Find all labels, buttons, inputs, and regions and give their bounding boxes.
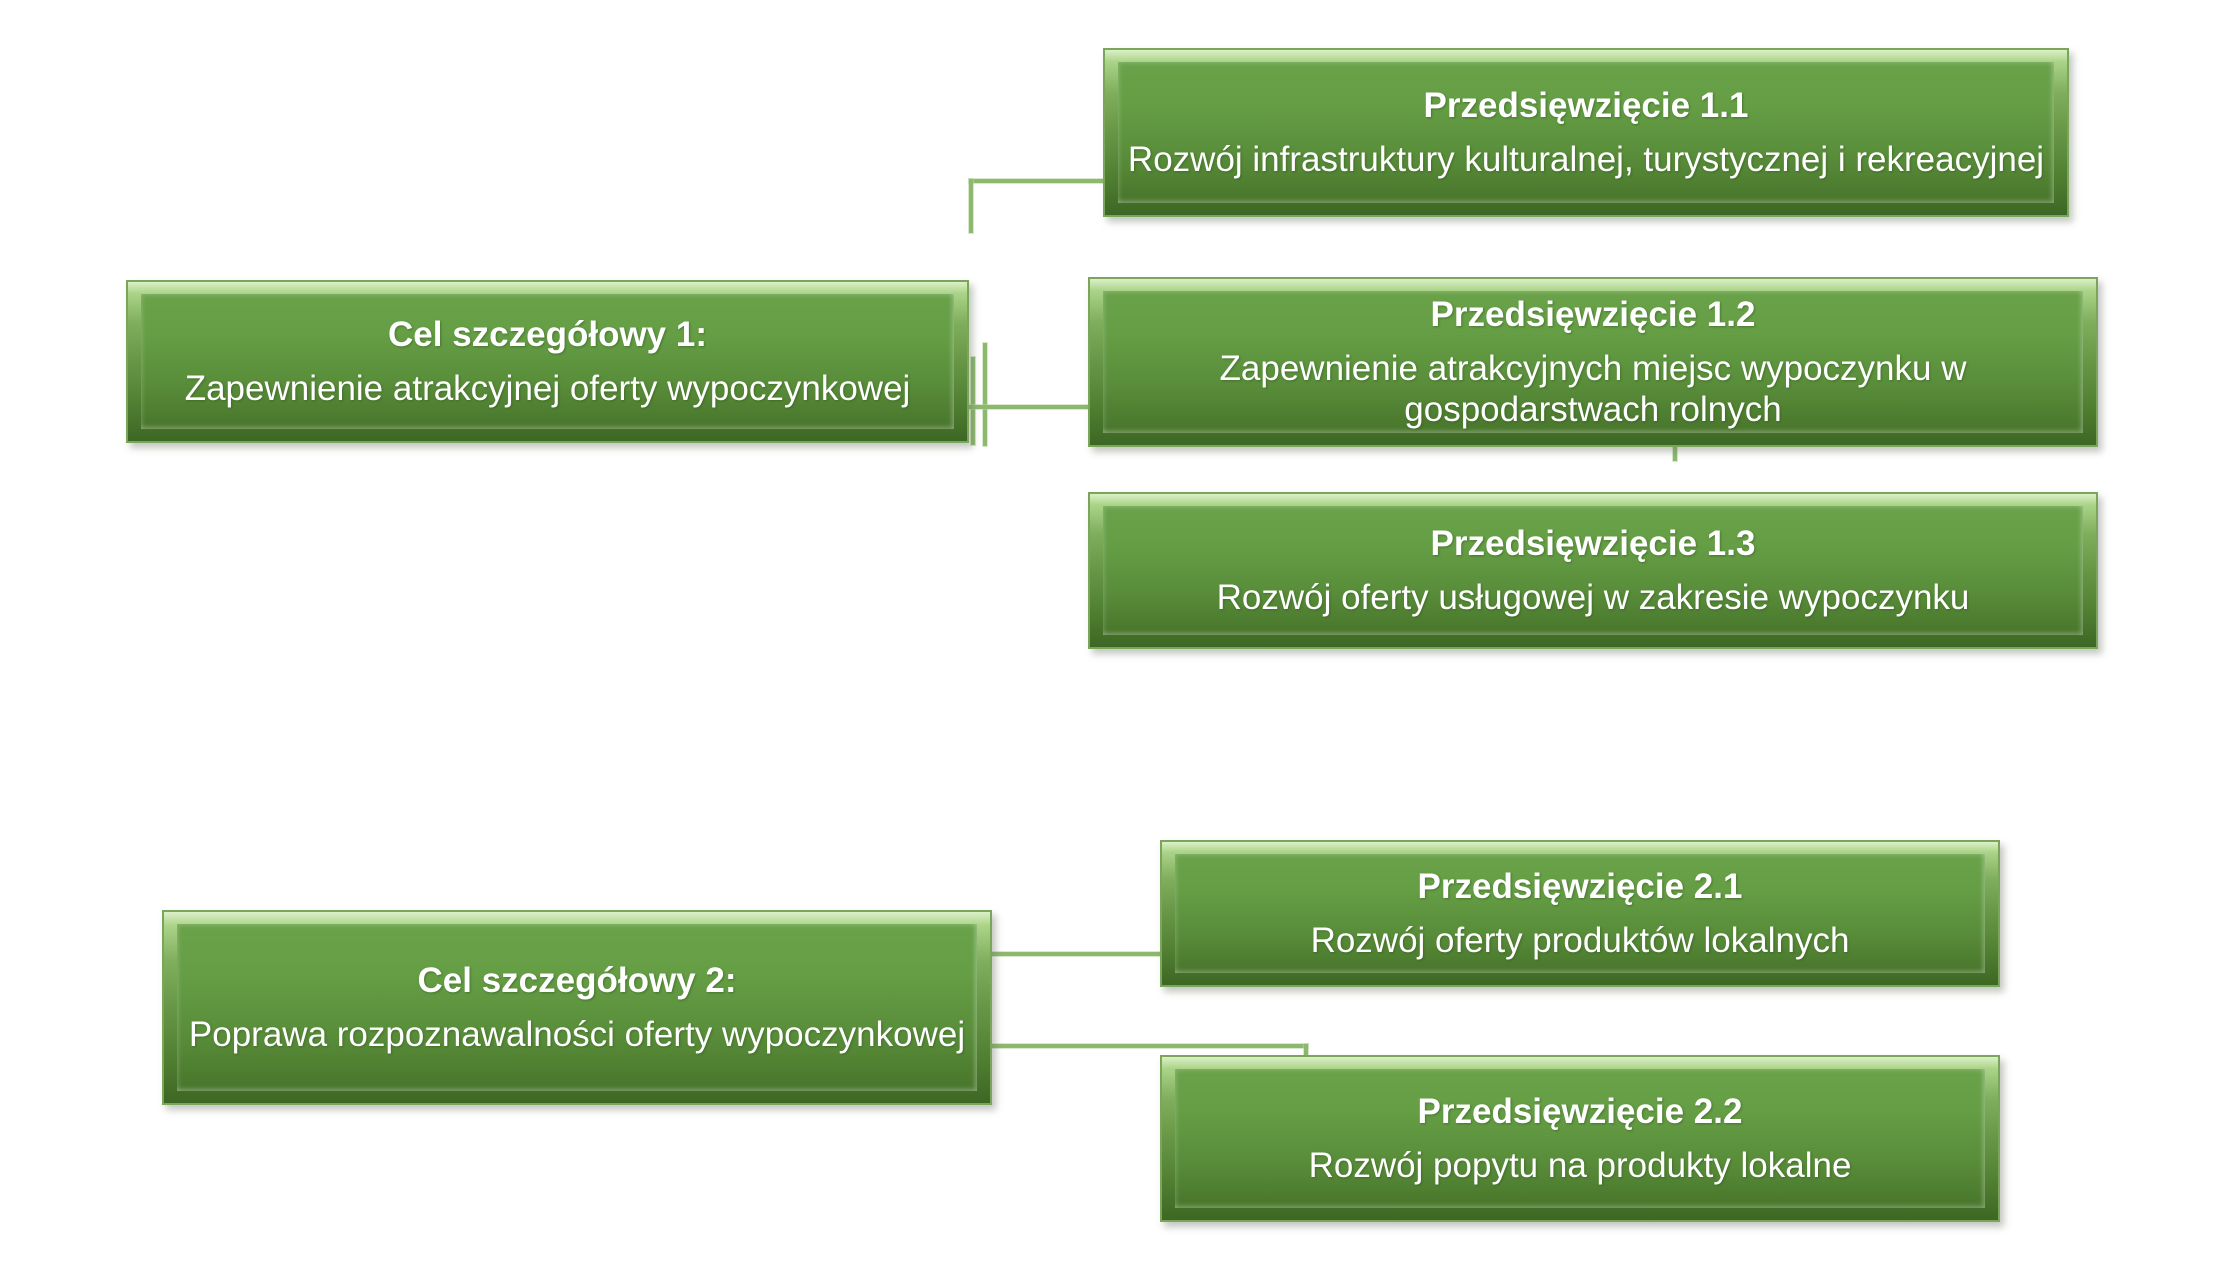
project-1-3-box: Przedsięwzięcie 1.3 Rozwój oferty usługo…	[1088, 492, 2098, 649]
goal-2-box: Cel szczegółowy 2: Poprawa rozpoznawalno…	[162, 910, 992, 1105]
goal-2-title: Cel szczegółowy 2:	[417, 960, 737, 1000]
project-1-1-description: Rozwój infrastruktury kulturalnej, turys…	[1127, 140, 2045, 179]
connector-project11-horizontal	[969, 179, 1105, 183]
goal-1-description: Zapewnienie atrakcyjnej oferty wypoczynk…	[184, 369, 911, 408]
project-2-1-description: Rozwój oferty produktów lokalnych	[1310, 921, 1850, 960]
project-2-2-box: Przedsięwzięcie 2.2 Rozwój popytu na pro…	[1160, 1055, 2000, 1222]
goal-1-content: Cel szczegółowy 1: Zapewnienie atrakcyjn…	[141, 294, 954, 429]
goal-2-description: Poprawa rozpoznawalności oferty wypoczyn…	[188, 1015, 966, 1054]
goal-1-title: Cel szczegółowy 1:	[388, 314, 707, 354]
project-2-1-content: Przedsięwzięcie 2.1 Rozwój oferty produk…	[1175, 854, 1985, 973]
project-1-1-title: Przedsięwzięcie 1.1	[1423, 85, 1749, 125]
project-1-2-content: Przedsięwzięcie 1.2 Zapewnienie atrakcyj…	[1103, 291, 2083, 433]
connector-project22-horizontal	[992, 1044, 1308, 1048]
connector-project12-horizontal	[969, 405, 1090, 409]
project-2-1-box: Przedsięwzięcie 2.1 Rozwój oferty produk…	[1160, 840, 2000, 987]
connector-project21-horizontal	[992, 952, 1162, 956]
goal-1-box: Cel szczegółowy 1: Zapewnienie atrakcyjn…	[126, 280, 969, 443]
project-2-1-title: Przedsięwzięcie 2.1	[1417, 866, 1743, 906]
project-2-2-content: Przedsięwzięcie 2.2 Rozwój popytu na pro…	[1175, 1069, 1985, 1208]
connector-project12-project13-stub	[1673, 447, 1677, 461]
project-2-2-title: Przedsięwzięcie 2.2	[1417, 1091, 1743, 1131]
project-1-3-title: Przedsięwzięcie 1.3	[1430, 523, 1756, 563]
connector-project11-vertical	[969, 179, 973, 233]
connector-project22-vertical	[1304, 1044, 1308, 1058]
project-1-2-description: Zapewnienie atrakcyjnych miejsc wypoczyn…	[1219, 348, 1967, 430]
project-1-2-title: Przedsięwzięcie 1.2	[1430, 294, 1756, 334]
project-1-3-content: Przedsięwzięcie 1.3 Rozwój oferty usługo…	[1103, 506, 2083, 635]
connector-goal1-crossing-vertical	[983, 343, 987, 446]
project-1-1-box: Przedsięwzięcie 1.1 Rozwój infrastruktur…	[1103, 48, 2069, 217]
goal-2-content: Cel szczegółowy 2: Poprawa rozpoznawalno…	[177, 924, 977, 1091]
project-1-3-description: Rozwój oferty usługowej w zakresie wypoc…	[1216, 578, 1970, 617]
connector-goal1-stub-vertical	[971, 357, 975, 445]
project-1-2-box: Przedsięwzięcie 1.2 Zapewnienie atrakcyj…	[1088, 277, 2098, 447]
project-1-1-content: Przedsięwzięcie 1.1 Rozwój infrastruktur…	[1118, 62, 2054, 203]
project-2-2-description: Rozwój popytu na produkty lokalne	[1308, 1146, 1852, 1185]
